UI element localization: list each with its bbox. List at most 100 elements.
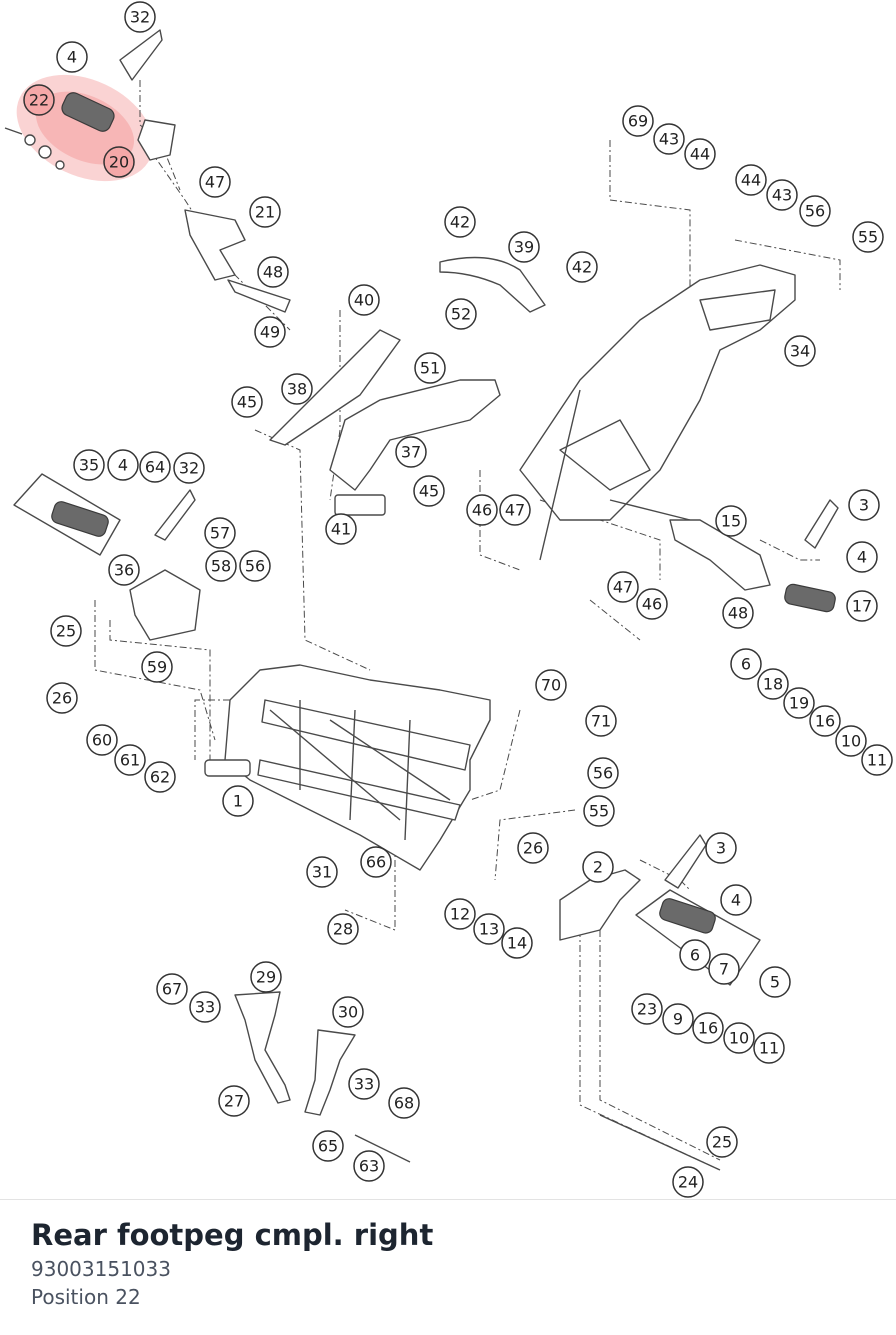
callout[interactable]: 15	[715, 505, 747, 537]
callout[interactable]: 34	[784, 335, 816, 367]
callout[interactable]: 43	[653, 123, 685, 155]
svg-text:31: 31	[312, 863, 332, 882]
callout-highlighted[interactable]: 20	[103, 146, 135, 178]
callout[interactable]: 27	[218, 1085, 250, 1117]
callout[interactable]: 10	[723, 1022, 755, 1054]
callout[interactable]: 69	[622, 105, 654, 137]
callout[interactable]: 61	[114, 744, 146, 776]
callout[interactable]: 47	[607, 571, 639, 603]
callout[interactable]: 45	[413, 475, 445, 507]
callout[interactable]: 65	[312, 1130, 344, 1162]
callout[interactable]: 4	[720, 884, 752, 916]
callout[interactable]: 3	[705, 832, 737, 864]
callout[interactable]: 70	[535, 669, 567, 701]
callout[interactable]: 32	[173, 452, 205, 484]
callout[interactable]: 66	[360, 846, 392, 878]
callout[interactable]: 68	[388, 1087, 420, 1119]
callout[interactable]: 33	[189, 991, 221, 1023]
callout[interactable]: 13	[473, 913, 505, 945]
callout[interactable]: 37	[395, 436, 427, 468]
callout[interactable]: 71	[585, 705, 617, 737]
callout[interactable]: 51	[414, 352, 446, 384]
callout-highlighted[interactable]: 22	[23, 84, 55, 116]
callout[interactable]: 31	[306, 856, 338, 888]
callout[interactable]: 33	[348, 1068, 380, 1100]
svg-text:40: 40	[354, 291, 374, 310]
callout[interactable]: 64	[139, 451, 171, 483]
callout[interactable]: 42	[566, 251, 598, 283]
callout[interactable]: 56	[799, 195, 831, 227]
callout[interactable]: 3	[848, 489, 880, 521]
callout[interactable]: 11	[861, 744, 893, 776]
callout[interactable]: 32	[124, 1, 156, 33]
callout[interactable]: 6	[679, 939, 711, 971]
callout[interactable]: 25	[706, 1126, 738, 1158]
callout[interactable]: 26	[46, 682, 78, 714]
callout[interactable]: 44	[684, 138, 716, 170]
callout[interactable]: 7	[708, 953, 740, 985]
callout[interactable]: 55	[852, 221, 884, 253]
callout[interactable]: 46	[636, 588, 668, 620]
callout[interactable]: 48	[722, 597, 754, 629]
callout[interactable]: 59	[141, 651, 173, 683]
callout[interactable]: 36	[108, 554, 140, 586]
callout[interactable]: 21	[249, 196, 281, 228]
svg-text:29: 29	[256, 968, 276, 987]
callout[interactable]: 1	[222, 785, 254, 817]
callout[interactable]: 5	[759, 966, 791, 998]
callout[interactable]: 30	[332, 996, 364, 1028]
callout[interactable]: 12	[444, 898, 476, 930]
callout[interactable]: 10	[835, 725, 867, 757]
main-frame-1	[204, 664, 491, 871]
callout[interactable]: 48	[257, 256, 289, 288]
callout[interactable]: 58	[205, 550, 237, 582]
callout[interactable]: 46	[466, 494, 498, 526]
callout[interactable]: 60	[86, 724, 118, 756]
callout[interactable]: 26	[517, 832, 549, 864]
callout[interactable]: 43	[766, 179, 798, 211]
callout[interactable]: 57	[204, 517, 236, 549]
callout[interactable]: 18	[757, 668, 789, 700]
callout[interactable]: 41	[325, 513, 357, 545]
svg-text:59: 59	[147, 658, 167, 677]
callout[interactable]: 40	[348, 284, 380, 316]
callout[interactable]: 23	[631, 993, 663, 1025]
callout[interactable]: 16	[809, 705, 841, 737]
callout[interactable]: 56	[239, 550, 271, 582]
callout[interactable]: 25	[50, 615, 82, 647]
callout[interactable]: 52	[445, 298, 477, 330]
callout[interactable]: 16	[692, 1012, 724, 1044]
callout[interactable]: 4	[56, 41, 88, 73]
callout[interactable]: 45	[231, 386, 263, 418]
callout[interactable]: 29	[250, 961, 282, 993]
callout[interactable]: 28	[327, 913, 359, 945]
callout[interactable]: 55	[583, 795, 615, 827]
callout[interactable]: 6	[730, 648, 762, 680]
leader-lines	[94, 80, 841, 1171]
callout[interactable]: 38	[281, 373, 313, 405]
svg-text:25: 25	[56, 622, 76, 641]
callout[interactable]: 42	[444, 206, 476, 238]
callout[interactable]: 44	[735, 164, 767, 196]
callout[interactable]: 14	[501, 927, 533, 959]
callout[interactable]: 47	[199, 166, 231, 198]
callout[interactable]: 11	[753, 1032, 785, 1064]
svg-text:25: 25	[712, 1133, 732, 1152]
callout[interactable]: 2	[582, 851, 614, 883]
callout[interactable]: 4	[107, 449, 139, 481]
callout[interactable]: 24	[672, 1166, 704, 1198]
svg-text:51: 51	[420, 359, 440, 378]
callout[interactable]: 4	[846, 541, 878, 573]
callout[interactable]: 47	[499, 494, 531, 526]
callout[interactable]: 17	[846, 590, 878, 622]
callout[interactable]: 35	[73, 449, 105, 481]
callout[interactable]: 56	[587, 757, 619, 789]
callout[interactable]: 62	[144, 761, 176, 793]
svg-text:45: 45	[419, 482, 439, 501]
callout[interactable]: 9	[662, 1003, 694, 1035]
callout[interactable]: 67	[156, 973, 188, 1005]
callout[interactable]: 19	[783, 687, 815, 719]
callout[interactable]: 49	[254, 316, 286, 348]
callout[interactable]: 39	[508, 231, 540, 263]
callout[interactable]: 63	[353, 1150, 385, 1182]
